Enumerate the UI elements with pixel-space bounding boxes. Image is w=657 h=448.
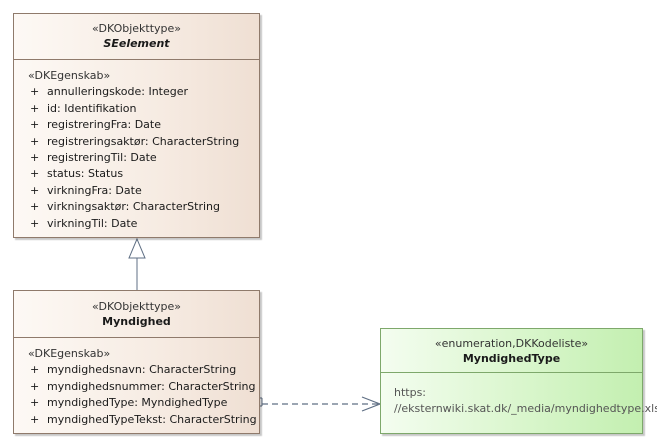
class-stereotype: «DKObjekttype» bbox=[91, 300, 182, 313]
class-name: Myndighed bbox=[102, 315, 171, 328]
class-seelement[interactable]: «DKObjekttype» SEelement «DKEgenskab» + a… bbox=[13, 13, 260, 238]
attribute-text: myndighedsnavn: CharacterString bbox=[47, 363, 237, 377]
class-header: «DKObjekttype» Myndighed bbox=[14, 291, 259, 338]
visibility-marker: + bbox=[30, 183, 40, 197]
attribute-text: registreringsaktør: CharacterString bbox=[47, 134, 240, 148]
visibility-marker: + bbox=[30, 101, 40, 115]
attribute-stereotype: «DKEgenskab» bbox=[28, 347, 111, 360]
visibility-marker: + bbox=[30, 151, 40, 165]
visibility-marker: + bbox=[30, 200, 40, 214]
visibility-marker: + bbox=[30, 412, 40, 426]
dependency-connector[interactable] bbox=[258, 396, 382, 412]
attribute-row[interactable]: + registreringsaktør: CharacterString bbox=[26, 134, 259, 150]
attribute-text: virkningFra: Date bbox=[47, 183, 142, 197]
visibility-marker: + bbox=[30, 167, 40, 181]
visibility-marker: + bbox=[30, 363, 40, 377]
attribute-row[interactable]: + id: Identifikation bbox=[26, 101, 259, 117]
class-myndighed[interactable]: «DKObjekttype» Myndighed «DKEgenskab» + m… bbox=[13, 290, 260, 434]
attribute-row[interactable]: + myndighedType: MyndighedType bbox=[26, 395, 259, 411]
attribute-text: registreringTil: Date bbox=[47, 151, 157, 165]
class-stereotype: «DKObjekttype» bbox=[91, 22, 182, 35]
generalization-arrowhead bbox=[128, 237, 146, 259]
attribute-row[interactable]: + virkningTil: Date bbox=[26, 216, 259, 232]
attribute-text: myndighedsnummer: CharacterString bbox=[47, 379, 256, 393]
attribute-row[interactable]: + myndighedTypeTekst: CharacterString bbox=[26, 412, 259, 428]
attribute-text: virkningsaktør: CharacterString bbox=[47, 200, 220, 214]
visibility-marker: + bbox=[30, 85, 40, 99]
enumeration-myndighedtype[interactable]: «enumeration,DKKodeliste» MyndighedType … bbox=[380, 328, 657, 434]
visibility-marker: + bbox=[30, 379, 40, 393]
attribute-text: registreringFra: Date bbox=[47, 118, 161, 132]
generalization-connector[interactable] bbox=[128, 237, 146, 290]
visibility-marker: + bbox=[30, 216, 40, 230]
visibility-marker: + bbox=[30, 134, 40, 148]
attribute-row[interactable]: + myndighedsnavn: CharacterString bbox=[26, 362, 259, 378]
visibility-marker: + bbox=[30, 396, 40, 410]
attribute-text: myndighedTypeTekst: CharacterString bbox=[47, 412, 257, 426]
attribute-row[interactable]: + registreringTil: Date bbox=[26, 150, 259, 166]
attribute-compartment: «DKEgenskab» + myndighedsnavn: CharacterS… bbox=[14, 338, 259, 428]
enumeration-note: https: //eksternwiki.skat.dk/_media/mynd… bbox=[381, 373, 657, 418]
attribute-row[interactable]: + annulleringskode: Integer bbox=[26, 84, 259, 100]
attribute-row[interactable]: + status: Status bbox=[26, 166, 259, 182]
attribute-row[interactable]: + myndighedsnummer: CharacterString bbox=[26, 379, 259, 395]
attribute-text: id: Identifikation bbox=[47, 101, 137, 115]
class-header: «DKObjekttype» SEelement bbox=[14, 14, 259, 60]
attribute-text: status: Status bbox=[47, 167, 124, 181]
class-name: SEelement bbox=[103, 37, 170, 50]
attribute-stereotype: «DKEgenskab» bbox=[28, 69, 111, 82]
attribute-text: myndighedType: MyndighedType bbox=[47, 396, 228, 410]
attribute-text: annulleringskode: Integer bbox=[47, 85, 189, 99]
attribute-row[interactable]: + registreringFra: Date bbox=[26, 117, 259, 133]
note-link[interactable]: //eksternwiki.skat.dk/_media/myndighedty… bbox=[394, 402, 657, 416]
note-line: https: bbox=[394, 386, 427, 399]
attribute-text: virkningTil: Date bbox=[47, 216, 138, 230]
visibility-marker: + bbox=[30, 118, 40, 132]
attribute-row[interactable]: + virkningFra: Date bbox=[26, 183, 259, 199]
attribute-row[interactable]: + virkningsaktør: CharacterString bbox=[26, 199, 259, 215]
attribute-compartment: «DKEgenskab» +annulleringskode: Integer … bbox=[14, 60, 259, 232]
class-stereotype: «enumeration,DKKodeliste» bbox=[434, 337, 589, 350]
class-name: MyndighedType bbox=[462, 352, 561, 365]
class-header: «enumeration,DKKodeliste» MyndighedType bbox=[381, 329, 642, 373]
